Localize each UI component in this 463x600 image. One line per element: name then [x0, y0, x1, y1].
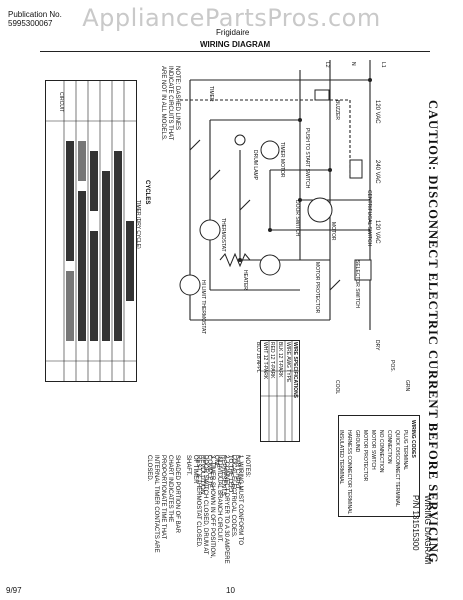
footer-date: 9/97 — [6, 586, 22, 595]
code-7: HARNESS CONNECTOR TERMINAL — [346, 430, 352, 515]
circuit-label: CIRCUIT — [58, 92, 64, 113]
wire-spec-title: WIRE SPECIFICATIONS — [292, 342, 298, 399]
wire-spec-row-1: BLK 12 T-PARK — [277, 342, 283, 378]
wiring-codes-box — [338, 415, 420, 517]
watermark: AppliancePartsPros.com — [82, 4, 381, 32]
label-door-switch: DOOR SWITCH — [294, 200, 300, 237]
supply-120-top: 120 VAC — [374, 100, 380, 124]
label-cool: COOL — [334, 380, 340, 395]
label-dry: DRY — [374, 340, 380, 351]
cycles-subtitle: TIMER (DRY CYCLE) — [135, 200, 141, 249]
label-hi-limit: HI LIMIT THERMOSTAT — [200, 280, 206, 335]
label-drum-lamp: DRUM LAMP — [252, 150, 258, 181]
label-buzzer: BUZZER — [334, 100, 340, 120]
supply-n: N — [350, 62, 356, 66]
code-2: CONNECTION — [386, 430, 392, 464]
code-3: NO CONNECTION — [378, 430, 384, 473]
bar-chart-note: BAR CHART TO THE LEFT REPRESENTS ONE COM… — [185, 455, 240, 496]
schematic — [179, 60, 372, 330]
code-4: MOTOR SWITCH — [370, 430, 376, 470]
publication-label: Publication No. — [8, 10, 62, 19]
label-heater: HEATER — [242, 270, 248, 290]
header-rule — [40, 51, 430, 52]
publication-number: 5995300067 — [8, 19, 53, 28]
cycle-chart-graphic — [46, 81, 136, 381]
wire-spec-grid — [261, 341, 299, 441]
wiring-codes-title: WIRING CODES — [410, 420, 416, 458]
code-0: PLUG TERMINAL — [402, 430, 408, 471]
label-centrifugal: CENTRIFUGAL SWITCH — [366, 190, 372, 247]
label-timer: TIMER — [208, 86, 214, 102]
code-8: INSULATED TERMINAL — [338, 430, 344, 485]
label-grn: GRN — [404, 380, 410, 392]
publication-block: Publication No. 5995300067 — [8, 10, 62, 28]
wire-spec-row-4: BLU 18 APPL — [255, 342, 261, 373]
label-thermostat: THERMOSTAT — [220, 218, 226, 252]
footer-title: WIRING DIAGRAM — [423, 495, 432, 565]
label-push-to-start: PUSH TO START SWITCH — [304, 128, 310, 189]
supply-l2: L2 — [324, 62, 330, 68]
section-title: WIRING DIAGRAM — [200, 40, 271, 49]
cycles-title: CYCLES — [144, 180, 150, 205]
label-selector-pos: POS. — [389, 360, 395, 372]
wire-spec-row-3: WHT 12 T-PARK — [262, 342, 268, 380]
label-motor: MOTOR — [330, 222, 336, 241]
brand-label: Frigidaire — [216, 28, 250, 37]
page-number: 10 — [226, 586, 235, 595]
label-timer-motor: TIMER MOTOR — [279, 142, 285, 178]
wire-spec-row-2: RED 12 T-PARK — [269, 342, 275, 379]
code-5: MOTOR PROTECTOR — [362, 430, 368, 482]
supply-240: 240 VAC — [374, 160, 380, 184]
cycle-chart — [45, 80, 137, 382]
wire-spec-row-0: WIRE AWG TYPE — [285, 342, 291, 383]
code-6: GROUND — [354, 430, 360, 453]
code-1: QUICK DISCONNECT TERMINAL — [394, 430, 400, 507]
footer-pn: P/N 131515300 — [411, 495, 420, 551]
wire-spec-table — [260, 340, 300, 442]
label-selector: SELECTOR SWITCH — [354, 260, 360, 308]
supply-120-mid: 120 VAC — [374, 220, 380, 244]
notes-heading: NOTES: — [244, 455, 250, 478]
shaded-note: SHADED PORTION OF BAR CHART INDICATES TH… — [146, 455, 180, 553]
label-motor-protector: MOTOR PROTECTOR — [314, 262, 320, 314]
supply-l1: L1 — [380, 62, 386, 68]
